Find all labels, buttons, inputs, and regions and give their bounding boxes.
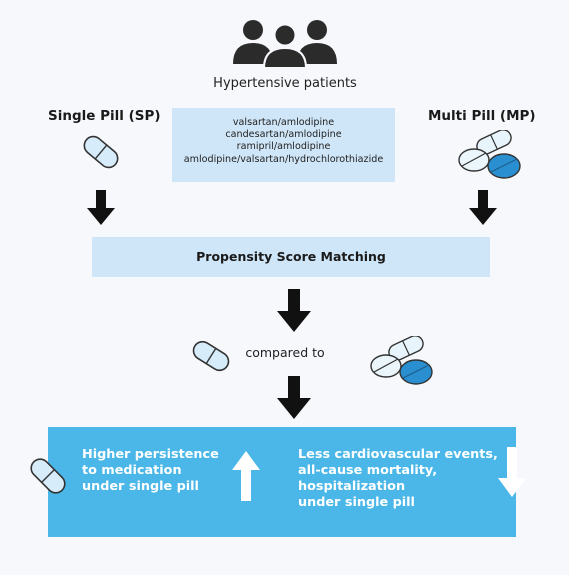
drug-item: candesartan/amlodipine — [225, 129, 342, 141]
people-icon — [233, 20, 337, 68]
propensity-matching-box: Propensity Score Matching — [92, 237, 490, 277]
result-line: under single pill — [82, 479, 199, 494]
result-outcomes: Less cardiovascular events, all-cause mo… — [298, 447, 508, 511]
down-arrow-icon — [498, 447, 526, 497]
drug-item: amlodipine/valsartan/hydrochlorothiazide — [183, 153, 384, 165]
multi-pill-icon — [370, 336, 433, 385]
result-persistence: Higher persistence to medication under s… — [82, 447, 232, 495]
result-line: Higher persistence — [82, 447, 219, 462]
down-arrow-icon — [277, 289, 311, 332]
down-arrow-icon — [277, 376, 311, 419]
result-line: Less cardiovascular events, — [298, 447, 498, 462]
drug-combinations-box: valsartan/amlodipine candesartan/amlodip… — [172, 108, 395, 182]
down-arrow-icon — [469, 190, 497, 225]
single-pill-icon — [83, 135, 119, 169]
results-box — [48, 427, 516, 537]
comparison-label: compared to — [245, 345, 325, 360]
multi-pill-label: Multi Pill (MP) — [428, 108, 536, 124]
result-line: to medication — [82, 463, 182, 478]
propensity-matching-label: Propensity Score Matching — [196, 249, 386, 264]
result-line: under single pill — [298, 495, 415, 510]
result-line: all-cause mortality, — [298, 463, 438, 478]
result-line: hospitalization — [298, 479, 406, 494]
down-arrow-icon — [87, 190, 115, 225]
single-pill-icon — [192, 340, 230, 372]
single-pill-label: Single Pill (SP) — [48, 108, 161, 124]
up-arrow-icon — [232, 451, 260, 501]
multi-pill-icon — [458, 130, 521, 179]
drug-item: ramipril/amlodipine — [236, 141, 331, 153]
single-pill-icon — [30, 458, 66, 494]
population-title: Hypertensive patients — [213, 76, 357, 91]
drug-item: valsartan/amlodipine — [232, 117, 335, 128]
